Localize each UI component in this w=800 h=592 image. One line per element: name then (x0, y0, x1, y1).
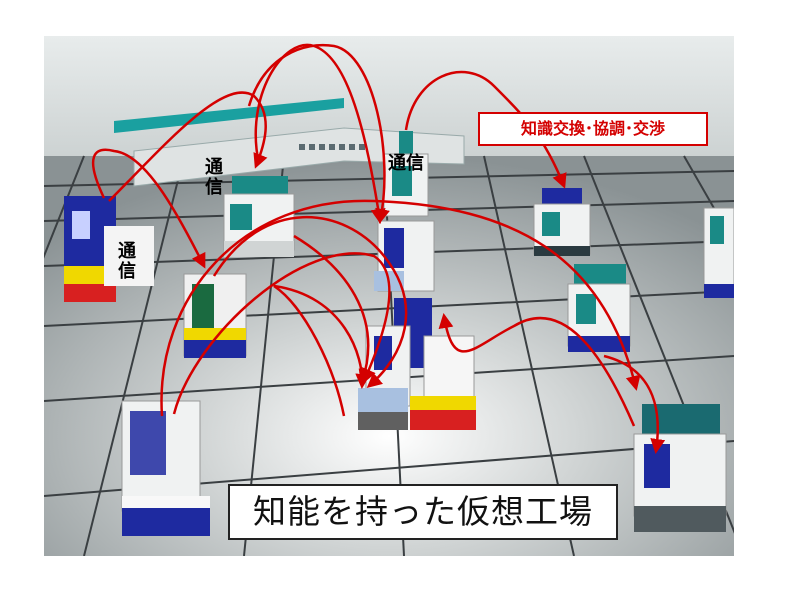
machine-bottom-right (633, 404, 727, 532)
conveyor-parts (299, 144, 365, 150)
label-char: 信 (118, 261, 136, 282)
machine-bottom-left (121, 400, 210, 536)
knowledge-exchange-box: 知識交換･協調･交渉 (478, 112, 708, 146)
communication-arrows (91, 43, 666, 454)
machine-center-cluster (358, 298, 476, 430)
machine-far-right (703, 207, 734, 298)
conveyor-rail (114, 98, 344, 133)
factory-illustration (44, 36, 734, 556)
label-char: 通 (118, 241, 136, 262)
label-char: 信 (205, 177, 223, 198)
label-communication-upper-left: 通 信 (204, 158, 224, 198)
machine-upper-center (223, 176, 295, 257)
label-communication-top-right: 通信 (388, 153, 424, 174)
label-communication-left: 通 信 (117, 242, 137, 282)
label-char: 通 (205, 157, 223, 178)
machine-left-blue (64, 196, 154, 302)
virtual-factory-scene: 通 信 通信 通 信 知識交換･協調･交渉 知能を持った仮想工場 (44, 36, 734, 556)
caption-box: 知能を持った仮想工場 (228, 484, 618, 540)
